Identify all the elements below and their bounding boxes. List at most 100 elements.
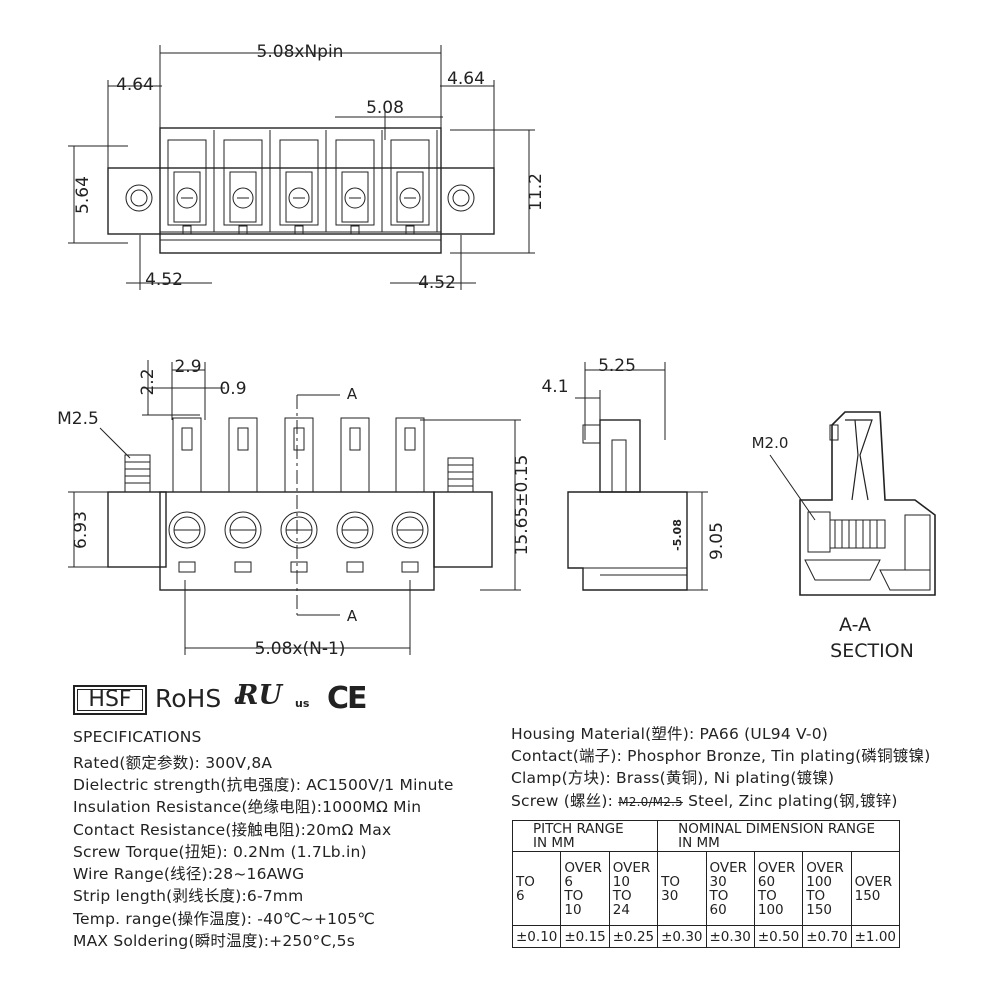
dim-side-top: 5.25 <box>598 356 636 376</box>
dim-top-height-right: 11.2 <box>526 173 546 211</box>
tolerance-table: PITCH RANGE IN MM NOMINAL DIMENSION RANG… <box>511 820 901 948</box>
range-cell-4-line-1: TO <box>661 873 680 890</box>
section-title-line1: A-A <box>839 614 871 636</box>
nominal-range-header: NOMINAL DIMENSION RANGE IN MM <box>657 820 900 852</box>
side-view <box>567 362 708 591</box>
spec-screw-material: Screw (螺丝): M2.0/M2.5 Steel, Zinc platin… <box>511 789 898 811</box>
tolerance-cell-3: ±0.25 <box>608 925 659 948</box>
spec-wire-range: Wire Range(线径):28~16AWG <box>73 865 305 883</box>
tolerance-cell-1: ±0.10 <box>511 925 562 948</box>
tolerance-cell-7: ±0.70 <box>802 925 852 948</box>
top-pin-2 <box>223 130 271 235</box>
range-cell-7-line-4: 150 <box>806 901 833 918</box>
ur-c-mark: c <box>234 693 242 708</box>
range-cell-8-line-1: OVER <box>854 873 893 890</box>
front-entry-2 <box>224 417 262 573</box>
spec-contact-material: Contact(端子): Phosphor Bronze, Tin platin… <box>511 747 931 765</box>
dim-top-pitch: 5.08 <box>366 98 404 118</box>
dim-front-right-height: 15.65±0.15 <box>512 455 532 556</box>
front-view-wire-entries <box>168 417 429 573</box>
spec-screw-struck: M2.0/M2.5 <box>618 795 683 809</box>
range-cell-3-line-3: TO <box>612 887 632 904</box>
front-entry-1 <box>168 417 206 573</box>
top-view-pins <box>167 130 438 235</box>
spec-screw-prefix: Screw (螺丝): <box>511 792 614 810</box>
range-cell-1-line-1: TO <box>516 873 535 890</box>
label-screw-m25: M2.5 <box>57 409 99 429</box>
tolerance-cell-5: ±0.30 <box>705 925 755 948</box>
spec-dielectric: Dielectric strength(抗电强度): AC1500V/1 Min… <box>73 776 454 794</box>
tolerance-cell-2: ±0.15 <box>560 925 610 948</box>
ce-logo: CE <box>327 681 367 716</box>
top-pin-3 <box>279 130 327 235</box>
dim-top-height-left: 5.64 <box>73 176 93 214</box>
range-cell-5-line-4: 60 <box>709 901 727 918</box>
top-pin-5 <box>390 130 438 235</box>
tolerance-cell-4: ±0.30 <box>657 925 707 948</box>
top-pin-1 <box>167 130 215 235</box>
spec-max-soldering: MAX Soldering(瞬时温度):+250°C,5s <box>73 932 355 950</box>
spec-contact-resistance: Contact Resistance(接触电阻):20mΩ Max <box>73 821 392 839</box>
spec-insulation: Insulation Resistance(绝缘电阻):1000MΩ Min <box>73 798 422 816</box>
dim-top-bottom-left: 4.52 <box>145 270 183 290</box>
dim-front-w1: 2.9 <box>174 357 201 377</box>
dim-front-bottom-width: 5.08x(N-1) <box>255 639 346 659</box>
range-cell-1-line-2: 6 <box>516 887 525 904</box>
tolerance-cell-6: ±0.50 <box>753 925 804 948</box>
spec-temp-range: Temp. range(操作温度): -40℃~+105℃ <box>73 910 375 928</box>
range-cell-2-line-1: OVER <box>564 859 602 876</box>
pitch-range-header: PITCH RANGE IN MM <box>511 820 659 852</box>
range-cell-7-line-1: OVER <box>806 859 844 876</box>
range-cell-6-line-1: OVER <box>757 859 796 876</box>
ur-logo: RU <box>236 680 282 711</box>
dim-side-left: 4.1 <box>541 377 568 397</box>
range-cell-7-line-2: 100 <box>806 873 833 890</box>
dim-top-left-margin: 4.64 <box>116 75 154 95</box>
range-cell-7-line-3: TO <box>806 887 826 904</box>
range-cell-5-line-1: OVER <box>709 859 748 876</box>
front-entry-4 <box>336 417 374 573</box>
spec-screw-torque: Screw Torque(扭矩): 0.2Nm (1.7Lb.in) <box>73 843 367 861</box>
specs-title: SPECIFICATIONS <box>73 728 202 746</box>
spec-clamp-material: Clamp(方块): Brass(黄铜), Ni plating(镀镍) <box>511 769 835 787</box>
rohs-logo: RoHS <box>155 684 222 713</box>
range-cell-6-line-2: 60 <box>757 873 776 890</box>
range-cell-5-line-2: 30 <box>709 873 727 890</box>
range-cell-2-line-3: TO <box>564 887 584 904</box>
dim-front-w2: 0.9 <box>219 379 246 399</box>
dim-front-left-height: 6.93 <box>71 511 91 549</box>
tolerance-row: ±0.10±0.15±0.25±0.30±0.30±0.50±0.70±1.00 <box>511 925 901 948</box>
section-mark-bottom: A <box>347 607 358 625</box>
spec-screw-suffix: Steel, Zinc plating(钢,镀锌) <box>688 792 898 810</box>
range-cell-6-line-3: TO <box>757 887 777 904</box>
spec-rated: Rated(额定参数): 300V,8A <box>73 754 273 772</box>
dim-top-right-margin: 4.64 <box>447 69 485 89</box>
range-cell-4-line-2: 30 <box>661 887 679 904</box>
range-cell-6-line-4: 100 <box>757 901 784 918</box>
range-cell-2-line-2: 6 <box>564 873 573 890</box>
tolerance-cell-8: ±1.00 <box>850 925 901 948</box>
range-cell-3-line-1: OVER <box>612 859 651 876</box>
section-a-a <box>769 411 936 596</box>
section-title-line2: SECTION <box>830 640 914 662</box>
range-cell-8-line-2: 150 <box>854 887 881 904</box>
dim-top-bottom-right: 4.52 <box>418 273 456 293</box>
front-entry-3 <box>280 417 318 573</box>
ur-us-mark: us <box>295 697 310 710</box>
hsf-logo: HSF <box>73 685 147 715</box>
front-entry-5 <box>391 417 429 573</box>
range-cell-3-line-4: 24 <box>612 901 630 918</box>
range-cell-2-line-4: 10 <box>564 901 582 918</box>
dim-top-pitch-total: 5.08xNpin <box>257 42 344 62</box>
